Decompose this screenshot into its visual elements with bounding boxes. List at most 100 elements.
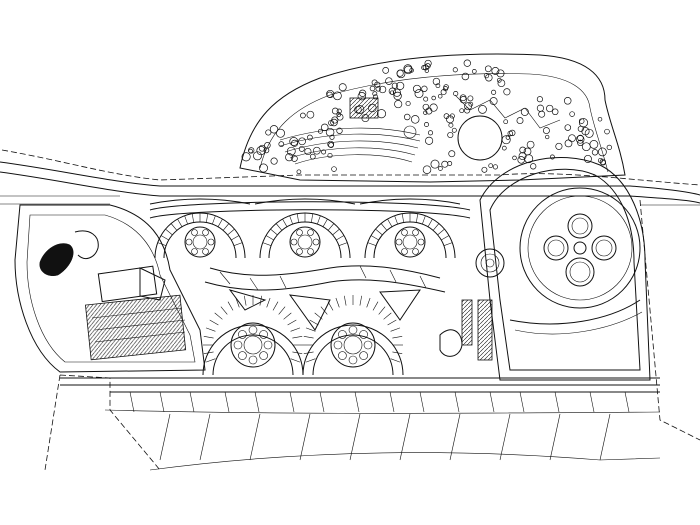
site-boundary-dashed [1, 149, 700, 471]
parcel-divider [159, 413, 171, 461]
garden-tree [453, 91, 459, 97]
garden-tree [461, 72, 470, 81]
garden-tree [321, 149, 327, 155]
garden-tree [448, 150, 456, 158]
parcel-divider [389, 391, 395, 413]
parcel-divider [554, 391, 560, 413]
right-rotunda [479, 157, 651, 381]
garden-tree [584, 128, 594, 138]
left-housing-block [84, 265, 187, 361]
garden-tree [405, 100, 411, 107]
garden-tree [270, 157, 278, 165]
garden-tree [512, 155, 517, 161]
rotunda-circle [567, 213, 593, 239]
garden-tree [330, 118, 338, 127]
garden-tree [429, 103, 438, 112]
parcel-divider [319, 391, 325, 413]
garden-tree [361, 114, 370, 123]
garden-tree [501, 135, 511, 145]
garden-tree [503, 88, 511, 96]
garden-tree [578, 118, 589, 128]
garden-tree [432, 77, 441, 86]
garden-tree [564, 124, 572, 131]
garden-tree [583, 154, 592, 163]
garden-tree [578, 118, 585, 124]
garden-tree [403, 113, 411, 121]
garden-tree [285, 153, 294, 162]
garden-tree [424, 68, 429, 73]
parcel-divider [289, 391, 295, 413]
garden-tree [248, 148, 253, 154]
rotunda-circle [543, 235, 569, 261]
garden-tree [269, 125, 279, 134]
garden-tree [336, 127, 343, 134]
upper-arch-courtyard [359, 198, 461, 259]
garden-tree [569, 111, 575, 117]
upper-arch-courtyard [149, 198, 251, 259]
parcel-divider [599, 413, 611, 461]
garden-tree [358, 89, 367, 97]
garden-tree [423, 96, 429, 102]
garden-tree [253, 151, 262, 161]
garden-tree [372, 91, 378, 97]
parcel-divider [399, 413, 411, 461]
garden-tree [464, 107, 471, 114]
garden-tree [538, 110, 546, 118]
garden-tree [298, 145, 305, 152]
lower-edge [60, 377, 660, 386]
garden-tree [393, 91, 402, 101]
garden-tree [357, 92, 366, 101]
garden-tree [307, 134, 313, 141]
garden-tree [312, 146, 321, 155]
garden-tree [414, 89, 424, 99]
garden-tree [424, 122, 429, 127]
garden-tree [369, 85, 376, 92]
garden-tree [394, 100, 403, 109]
garden-tree [542, 127, 550, 135]
left-dark-building [39, 243, 74, 276]
garden-tree [581, 142, 591, 152]
parcel-divider [199, 413, 211, 461]
parcel-divider [549, 413, 561, 461]
garden-tree [555, 142, 563, 150]
garden-tree [471, 69, 477, 74]
lower-arch-courtyard [202, 295, 304, 376]
garden-tree [519, 146, 527, 154]
garden-tree [489, 97, 498, 106]
garden-tree [378, 85, 387, 94]
garden-tree [327, 152, 333, 159]
garden-tree [336, 113, 344, 121]
garden-tree [591, 149, 599, 156]
garden-tree [306, 110, 315, 119]
garden-tree [485, 73, 493, 82]
rotunda-circle [573, 241, 587, 255]
garden-tree [518, 152, 527, 161]
garden-tree [296, 169, 302, 175]
parcel-divider [354, 391, 360, 413]
garden-tree [427, 130, 434, 136]
garden-tree [431, 95, 436, 101]
garden-tree [259, 163, 268, 173]
garden-tree [304, 147, 312, 156]
garden-tree [468, 101, 474, 107]
garden-tree [549, 154, 555, 160]
garden-tree [492, 164, 498, 170]
garden-tree [448, 122, 454, 128]
garden-tree [396, 81, 405, 90]
garden-tree [412, 84, 422, 93]
parcel-divider [449, 413, 461, 461]
garden-tree [438, 166, 443, 171]
garden-tree [481, 166, 488, 173]
garden-tree [391, 82, 398, 89]
garden-tree [396, 69, 404, 77]
parcel-divider [489, 391, 495, 413]
garden-tree [425, 107, 433, 115]
garden-tree [536, 96, 543, 103]
garden-tree [423, 110, 428, 115]
garden-tree [430, 159, 440, 169]
garden-tree [467, 95, 474, 102]
garden-tree [385, 77, 393, 85]
garden-tree [459, 96, 468, 104]
garden-tree [392, 88, 402, 97]
parcel-divider [254, 391, 260, 413]
